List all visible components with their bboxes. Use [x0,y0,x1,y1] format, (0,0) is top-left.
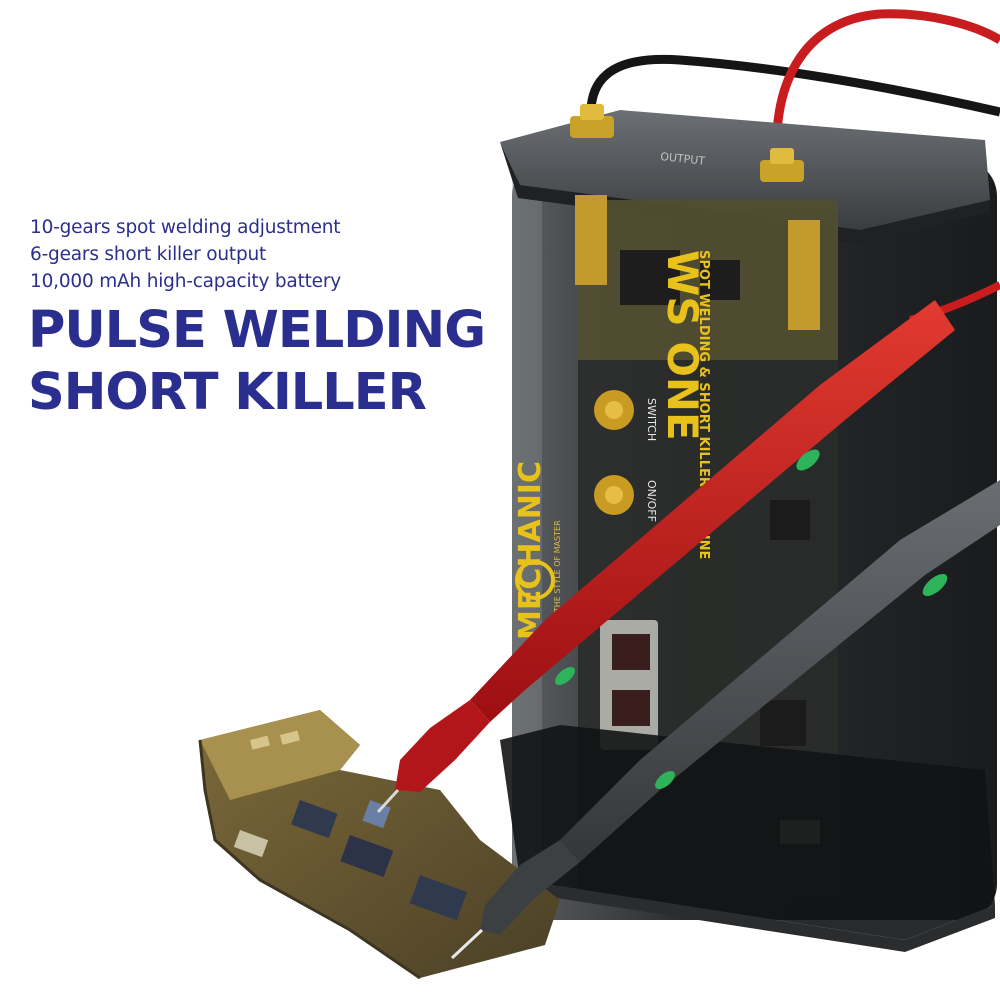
black-terminal [570,104,614,138]
feature-list: 10-gears spot welding adjustment 6-gears… [30,214,341,295]
grey-probe [450,480,1000,960]
feature-item: 6-gears short killer output [30,244,267,265]
model-text: WS ONE [658,250,707,441]
feature-item: 10-gears spot welding adjustment [30,217,341,238]
motherboard [198,710,560,980]
red-cable [772,9,1000,169]
headline-line: SHORT KILLER [28,363,427,422]
headline: PULSE WELDING SHORT KILLER [28,300,486,424]
brand-text: MECHANIC [513,461,548,640]
black-cable [586,54,1000,129]
power-label: ON/OFF [645,480,658,522]
headline-line: PULSE WELDING [28,301,486,360]
brand-tagline: SHOW THE STYLE OF MASTER [553,520,562,640]
lid-label: OUTPUT [660,150,706,168]
red-probe [376,281,1000,814]
red-terminal [760,148,804,182]
feature-item: 10,000 mAh high-capacity battery [30,271,342,292]
switch-label: SWITCH [645,398,658,441]
brand-logo-icon [515,560,555,600]
